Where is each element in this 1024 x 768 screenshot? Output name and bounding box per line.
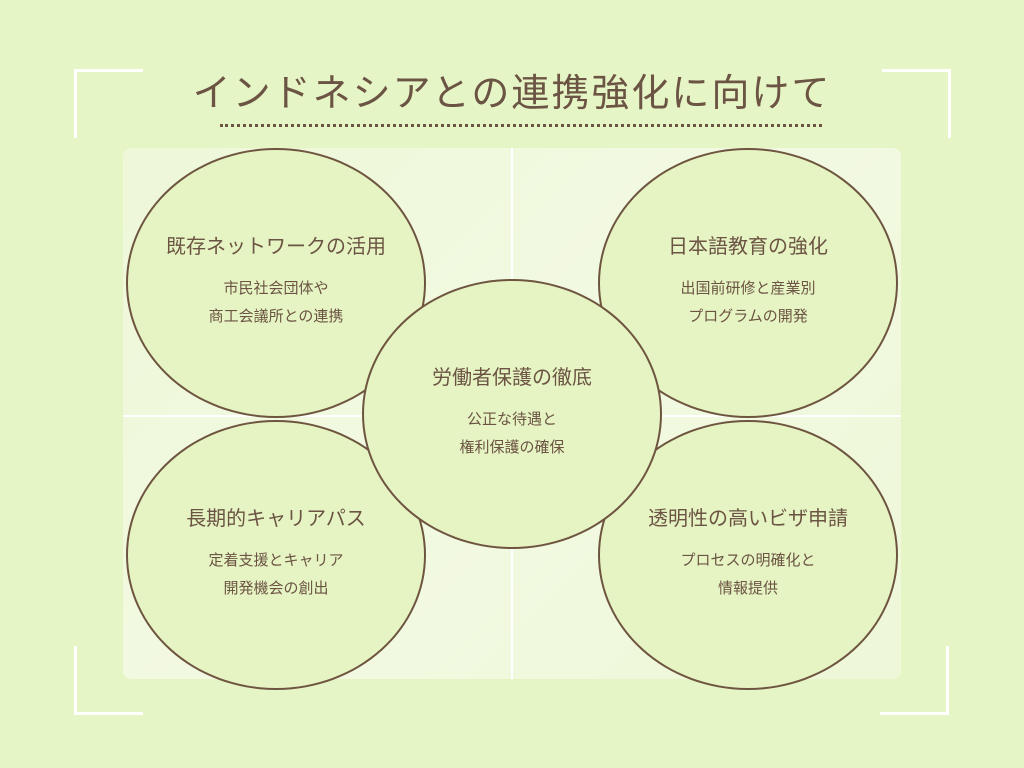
node-heading: 日本語教育の強化 xyxy=(668,234,828,258)
node-line: プログラムの開発 xyxy=(688,307,808,325)
node-line: 開発機会の創出 xyxy=(223,579,329,597)
node-description: 出国前研修と産業別プログラムの開発 xyxy=(600,274,896,330)
node-line: 定着支援とキャリア xyxy=(208,551,344,569)
node-line: 商工会議所との連携 xyxy=(208,307,344,325)
node-line: 公正な待遇と xyxy=(466,410,557,428)
node-line: 情報提供 xyxy=(717,579,778,597)
node-line: 市民社会団体や xyxy=(223,279,329,297)
corner-bracket-top-right xyxy=(882,69,951,138)
corner-bracket-bottom-right xyxy=(880,646,949,715)
node-line: プロセスの明確化と xyxy=(680,551,816,569)
node-description: プロセスの明確化と情報提供 xyxy=(600,546,896,602)
node-visa-transparency: 透明性の高いビザ申請 プロセスの明確化と情報提供 xyxy=(598,420,898,690)
title-dotted-divider xyxy=(220,124,822,127)
corner-bracket-top-left xyxy=(74,69,143,138)
node-heading: 長期的キャリアパス xyxy=(186,506,366,530)
node-heading: 既存ネットワークの活用 xyxy=(166,234,386,258)
node-description: 公正な待遇と権利保護の確保 xyxy=(364,405,660,461)
node-description: 市民社会団体や商工会議所との連携 xyxy=(128,274,424,330)
node-worker-protection: 労働者保護の徹底 公正な待遇と権利保護の確保 xyxy=(362,279,662,549)
node-heading: 透明性の高いビザ申請 xyxy=(648,506,848,530)
corner-bracket-bottom-left xyxy=(74,646,143,715)
node-description: 定着支援とキャリア開発機会の創出 xyxy=(128,546,424,602)
node-line: 権利保護の確保 xyxy=(459,438,565,456)
page-title: インドネシアとの連携強化に向けて xyxy=(192,71,832,115)
node-line: 出国前研修と産業別 xyxy=(680,279,816,297)
node-heading: 労働者保護の徹底 xyxy=(432,365,592,389)
